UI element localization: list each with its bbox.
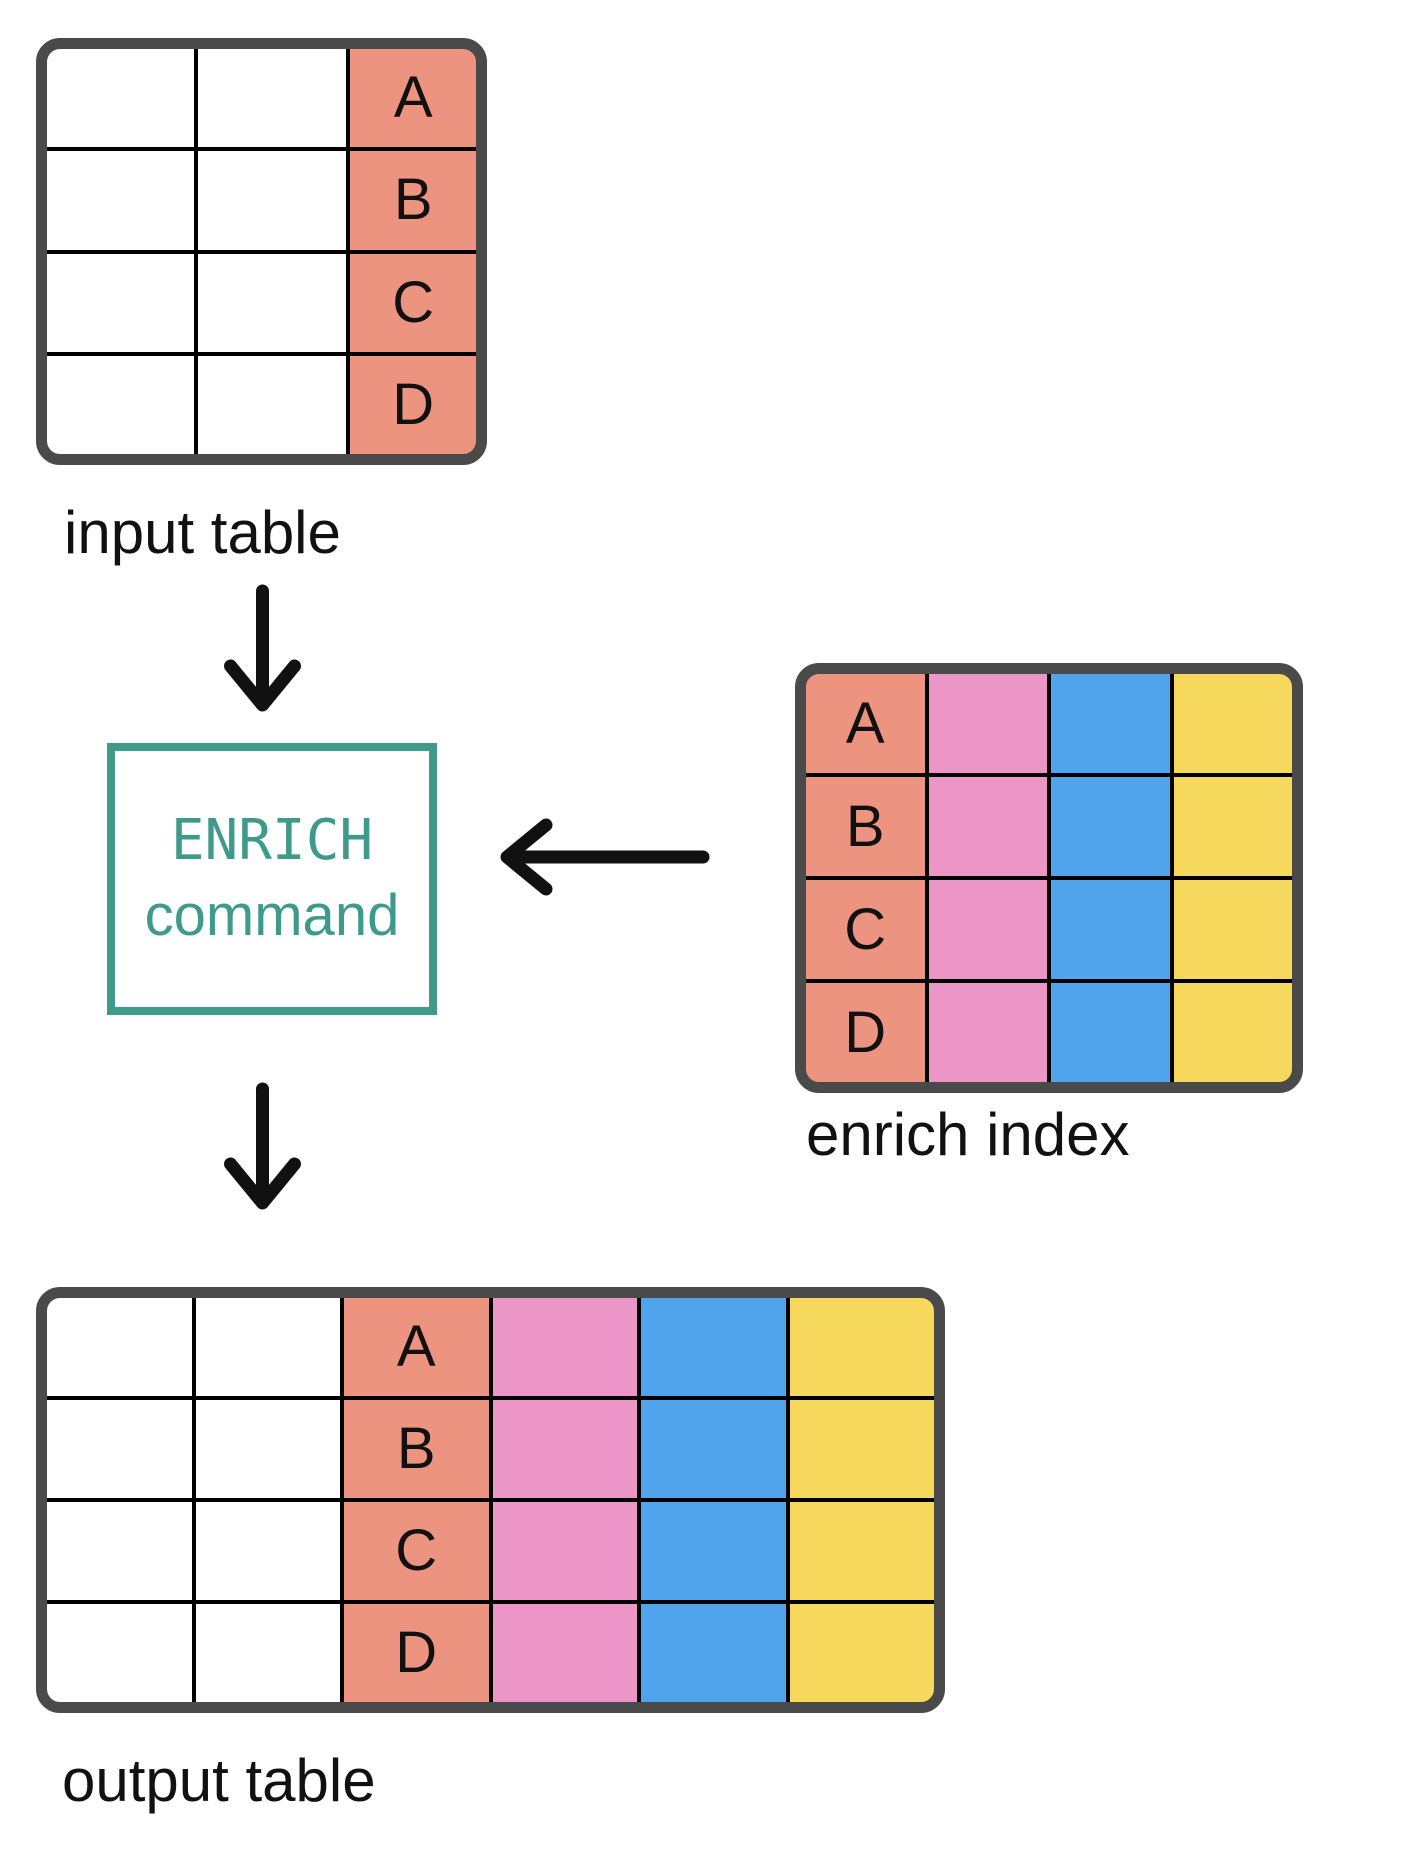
output-cell-blue bbox=[641, 1604, 786, 1702]
output-cell-yellow bbox=[789, 1298, 934, 1396]
output-table: A B C D bbox=[36, 1287, 945, 1713]
enrich-cell-blue bbox=[1051, 880, 1170, 979]
output-key-cell: B bbox=[344, 1400, 489, 1498]
table-cell bbox=[47, 355, 195, 454]
input-table-label: input table bbox=[64, 499, 341, 566]
output-cell-pink bbox=[492, 1400, 637, 1498]
enrich-cell-yellow bbox=[1173, 674, 1292, 773]
input-key-cell: C bbox=[350, 253, 476, 352]
enrich-index-label: enrich index bbox=[806, 1101, 1130, 1168]
enrich-cell-pink bbox=[928, 674, 1047, 773]
enrich-key-cell: C bbox=[806, 880, 925, 979]
table-cell bbox=[198, 253, 347, 352]
table-cell bbox=[47, 1502, 192, 1600]
input-key-cell: B bbox=[350, 151, 476, 250]
enrich-key-cell: D bbox=[806, 983, 925, 1082]
enrich-cell-pink bbox=[928, 983, 1047, 1082]
table-cell bbox=[195, 1502, 340, 1600]
output-cell-yellow bbox=[789, 1604, 934, 1702]
enrich-key-cell: B bbox=[806, 777, 925, 876]
table-cell bbox=[198, 49, 347, 148]
input-table: A B C D bbox=[36, 38, 487, 465]
arrow-head bbox=[224, 1157, 301, 1210]
arrow-down-icon bbox=[224, 584, 301, 712]
table-cell bbox=[195, 1604, 340, 1702]
output-cell-pink bbox=[492, 1298, 637, 1396]
output-key-cell: D bbox=[344, 1604, 489, 1702]
enrich-cell-blue bbox=[1051, 983, 1170, 1082]
arrow-head bbox=[224, 659, 301, 712]
output-cell-pink bbox=[492, 1604, 637, 1702]
enrich-cell-pink bbox=[928, 777, 1047, 876]
input-table-grid: A B C D bbox=[47, 49, 476, 454]
output-table-label: output table bbox=[62, 1747, 376, 1814]
output-cell-yellow bbox=[789, 1400, 934, 1498]
table-cell bbox=[47, 49, 195, 148]
input-key-cell: D bbox=[350, 355, 476, 454]
enrich-key-cell: A bbox=[806, 674, 925, 773]
table-cell bbox=[195, 1400, 340, 1498]
table-cell bbox=[47, 151, 195, 250]
enrich-cell-pink bbox=[928, 880, 1047, 979]
input-key-cell: A bbox=[350, 49, 476, 148]
enrich-index-grid: A B C D bbox=[806, 674, 1292, 1082]
table-cell bbox=[47, 1400, 192, 1498]
arrow-head bbox=[500, 818, 553, 896]
enrich-cell-yellow bbox=[1173, 880, 1292, 979]
output-table-grid: A B C D bbox=[47, 1298, 934, 1702]
output-cell-blue bbox=[641, 1502, 786, 1600]
output-key-cell: A bbox=[344, 1298, 489, 1396]
enrich-cell-blue bbox=[1051, 777, 1170, 876]
enrich-cell-yellow bbox=[1173, 777, 1292, 876]
command-name-text: ENRICH bbox=[170, 808, 374, 873]
table-cell bbox=[198, 355, 347, 454]
table-cell bbox=[47, 253, 195, 352]
output-cell-yellow bbox=[789, 1502, 934, 1600]
arrow-left-icon bbox=[500, 818, 710, 896]
enrich-command-box: ENRICH command bbox=[107, 743, 437, 1015]
enrich-cell-yellow bbox=[1173, 983, 1292, 1082]
enrich-cell-blue bbox=[1051, 674, 1170, 773]
arrow-down-icon bbox=[224, 1082, 301, 1210]
table-cell bbox=[47, 1298, 192, 1396]
table-cell bbox=[198, 151, 347, 250]
output-key-cell: C bbox=[344, 1502, 489, 1600]
command-word-text: command bbox=[144, 883, 400, 948]
table-cell bbox=[47, 1604, 192, 1702]
table-cell bbox=[195, 1298, 340, 1396]
output-cell-blue bbox=[641, 1298, 786, 1396]
output-cell-blue bbox=[641, 1400, 786, 1498]
output-cell-pink bbox=[492, 1502, 637, 1600]
enrich-index-table: A B C D bbox=[795, 663, 1303, 1093]
